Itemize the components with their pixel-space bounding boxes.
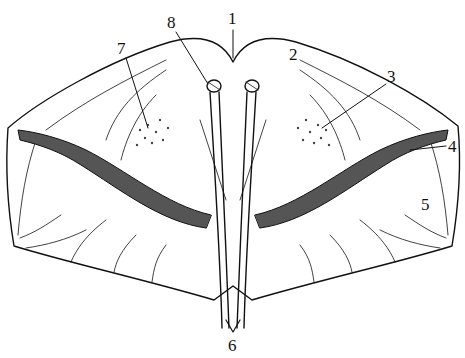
leader-line — [126, 58, 148, 128]
callout-number: 6 — [227, 337, 238, 354]
cerebellum-outline — [7, 39, 460, 300]
leader-line — [322, 84, 386, 128]
callout-number: 2 — [288, 46, 299, 63]
leader-line — [176, 32, 208, 84]
callout-number: 4 — [447, 138, 458, 155]
leader-line — [410, 146, 446, 150]
callout-number: 1 — [227, 10, 238, 27]
callout-number: 7 — [116, 40, 127, 57]
granular-band — [255, 130, 448, 228]
callout-number: 3 — [386, 68, 397, 85]
callout-number: 8 — [166, 14, 177, 31]
leader-line — [233, 30, 234, 58]
granular-band — [18, 130, 211, 228]
callout-number: 5 — [420, 196, 431, 213]
notch-mark — [226, 320, 240, 332]
